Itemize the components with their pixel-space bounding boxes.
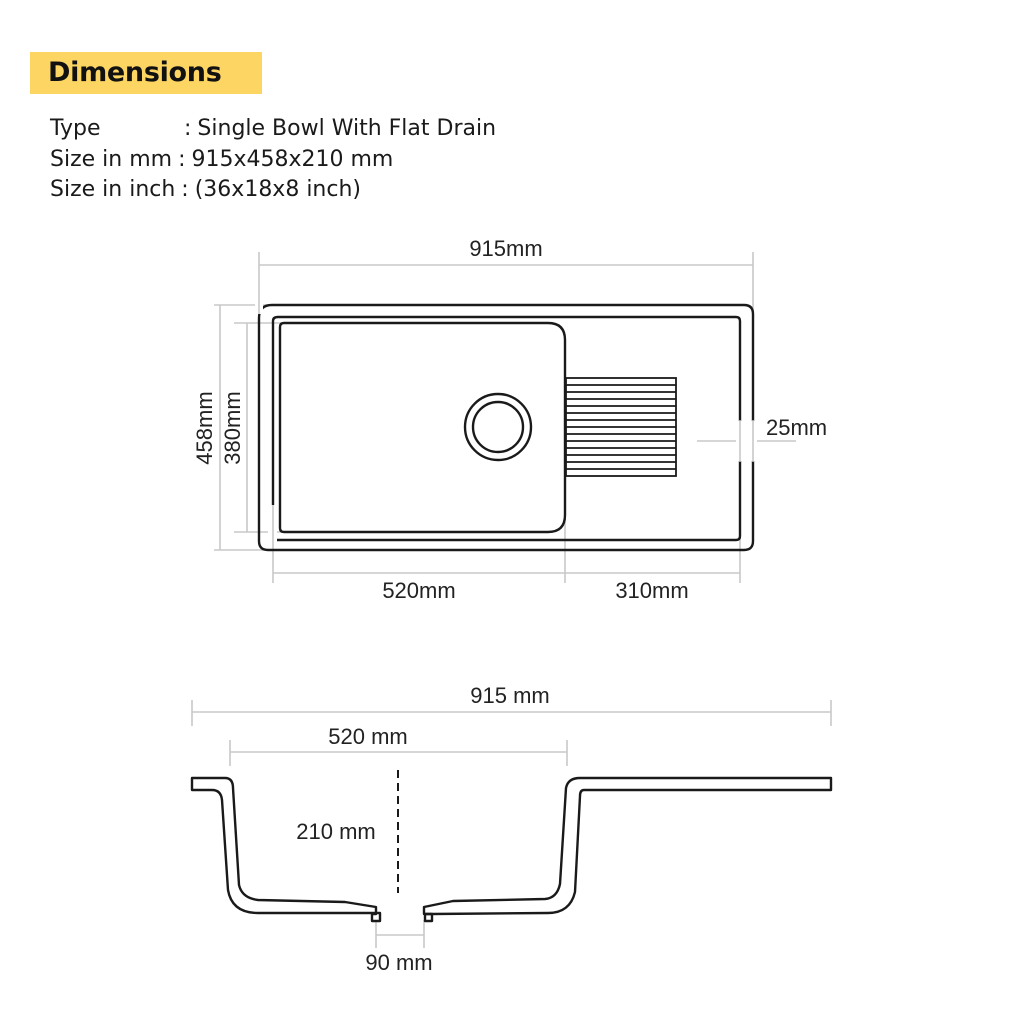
bowl-width-label: 520mm	[382, 578, 455, 603]
spec-row-size-mm: Size in mm : 915x458x210 mm	[50, 145, 496, 176]
spec-value: 915x458x210 mm	[191, 146, 394, 172]
spec-label: Size in mm	[50, 146, 173, 172]
top-width-label: 915mm	[469, 236, 542, 261]
drain-outer-ring	[463, 392, 533, 462]
top-view-outline	[257, 303, 755, 552]
spec-separator: :	[184, 116, 192, 141]
spec-separator: :	[181, 177, 189, 202]
drainboard-ribs	[565, 377, 677, 477]
spec-list: Type : Single Bowl With Flat Drain Size …	[50, 114, 496, 206]
side-bowl-width-label: 520 mm	[328, 724, 407, 749]
section-title: Dimensions	[48, 57, 222, 88]
spec-value: Single Bowl With Flat Drain	[197, 116, 497, 141]
drainboard-width-label: 310mm	[615, 578, 688, 603]
top-depth-label: 458mm	[192, 391, 217, 464]
side-view-dimension-lines	[191, 700, 832, 948]
top-view: 915mm 458mm 380mm 520mm 310mm 25mm	[192, 236, 827, 603]
side-view: 915 mm 520 mm 210 mm 90 mm	[190, 683, 833, 975]
drain-inner-ring	[471, 400, 525, 454]
spec-separator: :	[178, 146, 186, 172]
spec-label: Type	[50, 116, 101, 141]
spec-row-type: Type : Single Bowl With Flat Drain	[50, 114, 496, 145]
spec-label: Size in inch	[50, 177, 176, 202]
section-banner: Dimensions	[30, 52, 262, 94]
bowl-depth-label: 380mm	[220, 391, 245, 464]
spec-row-size-inch: Size in inch : (36x18x8 inch)	[50, 175, 496, 206]
rim-width-label: 25mm	[766, 415, 827, 440]
spec-value: (36x18x8 inch)	[194, 177, 361, 202]
top-view-dimension-lines	[214, 252, 796, 583]
bowl-height-label: 210 mm	[296, 819, 375, 844]
drain-width-label: 90 mm	[365, 950, 432, 975]
side-view-profile	[190, 776, 833, 923]
side-width-label: 915 mm	[470, 683, 549, 708]
